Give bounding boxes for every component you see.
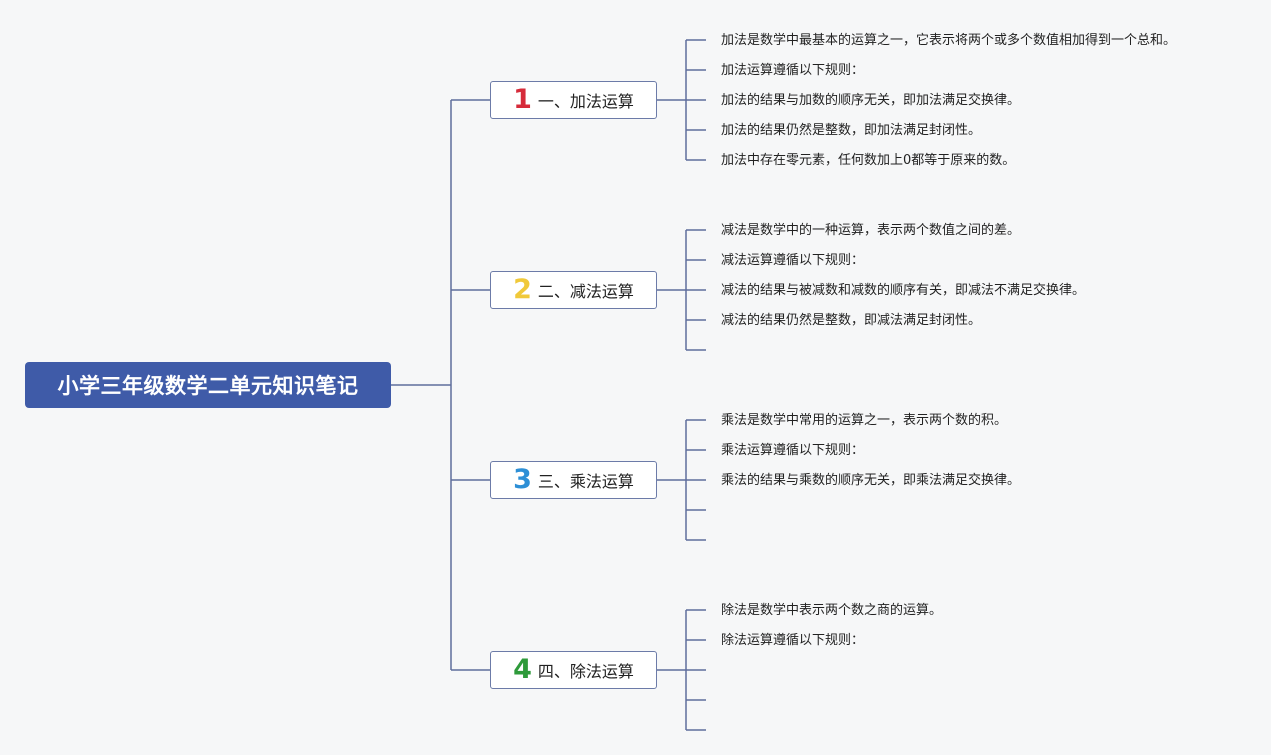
leaf-item[interactable]: 乘法的结果与乘数的顺序无关，即乘法满足交换律。	[721, 473, 1021, 488]
leaf-item[interactable]: 加法的结果与加数的顺序无关，即加法满足交换律。	[721, 93, 1021, 108]
leaf-item[interactable]: 减法的结果仍然是整数，即减法满足封闭性。	[721, 313, 982, 328]
leaf-item[interactable]: 除法是数学中表示两个数之商的运算。	[721, 603, 943, 618]
root-node[interactable]: 小学三年级数学二单元知识笔记	[25, 362, 391, 408]
branch-node-multiplication[interactable]: 3 三、乘法运算	[490, 461, 657, 499]
branch-node-subtraction[interactable]: 2 二、减法运算	[490, 271, 657, 309]
leaf-item[interactable]: 乘法运算遵循以下规则：	[721, 443, 865, 458]
leaf-item[interactable]: 乘法是数学中常用的运算之一，表示两个数的积。	[721, 413, 1008, 428]
root-title: 小学三年级数学二单元知识笔记	[57, 374, 359, 398]
branch-node-division[interactable]: 4 四、除法运算	[490, 651, 657, 689]
leaf-item[interactable]: 加法的结果仍然是整数，即加法满足封闭性。	[721, 123, 982, 138]
branch-label: 三、乘法运算	[537, 472, 634, 491]
number-3-icon: 3	[513, 463, 532, 495]
leaf-item[interactable]: 加法是数学中最基本的运算之一，它表示将两个或多个数值相加得到一个总和。	[721, 33, 1177, 48]
leaf-item[interactable]: 加法中存在零元素，任何数加上0都等于原来的数。	[721, 153, 1016, 168]
leaf-item[interactable]: 除法运算遵循以下规则：	[721, 633, 865, 648]
branch-node-addition[interactable]: 1 一、加法运算	[490, 81, 657, 119]
number-2-icon: 2	[513, 273, 532, 305]
leaf-item[interactable]: 减法运算遵循以下规则：	[721, 253, 865, 268]
leaf-item[interactable]: 减法的结果与被减数和减数的顺序有关，即减法不满足交换律。	[721, 283, 1086, 298]
branch-label: 四、除法运算	[537, 662, 634, 681]
branch-label: 一、加法运算	[537, 92, 634, 111]
number-4-icon: 4	[513, 653, 532, 685]
leaf-item[interactable]: 减法是数学中的一种运算，表示两个数值之间的差。	[721, 223, 1021, 238]
leaf-item[interactable]: 加法运算遵循以下规则：	[721, 63, 865, 78]
branch-label: 二、减法运算	[537, 282, 634, 301]
number-1-icon: 1	[513, 83, 532, 115]
